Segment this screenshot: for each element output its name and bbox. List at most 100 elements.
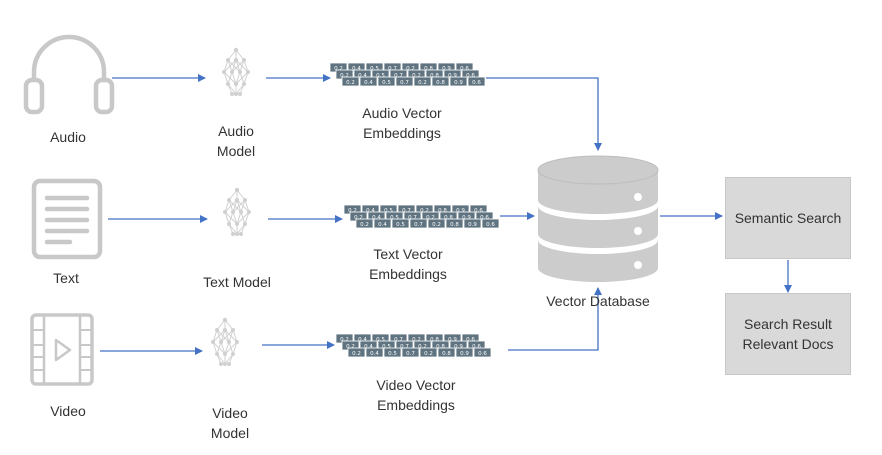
embedding-value: 0.7 xyxy=(388,66,397,72)
audio-label: Audio xyxy=(50,129,86,145)
embedding-cell xyxy=(431,76,450,87)
embedding-value: 0.6 xyxy=(466,337,475,343)
embedding-cell xyxy=(481,218,500,229)
audio-model-label: Audio Model xyxy=(216,123,256,159)
embedding-value: 0.8 xyxy=(436,80,445,86)
embedding-cell xyxy=(419,347,438,358)
embedding-value: 0.2 xyxy=(418,80,427,86)
embedding-value: 0.7 xyxy=(394,73,403,79)
database-icon xyxy=(537,155,659,282)
embedding-value: 0.5 xyxy=(382,344,391,350)
text-embeddings-label: Text Vector Embeddings xyxy=(369,246,447,282)
headphones-icon xyxy=(23,34,115,115)
embedding-value: 0.8 xyxy=(436,344,445,350)
embedding-value: 0.2 xyxy=(418,344,427,350)
embedding-value: 0.2 xyxy=(424,351,433,357)
embedding-value: 0.6 xyxy=(486,222,495,228)
video-icon xyxy=(30,313,94,386)
embedding-cell xyxy=(355,218,374,229)
embedding-value: 0.2 xyxy=(352,351,361,357)
embedding-value: 0.4 xyxy=(352,66,361,72)
text-label: Text xyxy=(53,270,79,286)
embedding-value: 0.4 xyxy=(372,215,381,221)
embedding-value: 0.9 xyxy=(448,337,457,343)
text-model-label: Text Model xyxy=(203,274,271,290)
embedding-cell xyxy=(401,347,420,358)
embedding-value: 0.9 xyxy=(454,80,463,86)
embedding-value: 0.8 xyxy=(438,208,447,214)
embedding-value: 0.6 xyxy=(474,208,483,214)
embedding-cell xyxy=(473,347,492,358)
embedding-cell xyxy=(445,218,464,229)
embedding-value: 0.7 xyxy=(406,351,415,357)
embedding-value: 0.7 xyxy=(408,215,417,221)
embedding-cell xyxy=(409,218,428,229)
embedding-value: 0.2 xyxy=(412,337,421,343)
embedding-cell xyxy=(341,76,360,87)
audio-embeddings-label: Audio Vector Embeddings xyxy=(362,105,442,141)
embedding-cell xyxy=(365,347,384,358)
embedding-value: 0.4 xyxy=(378,222,387,228)
embedding-value: 0.5 xyxy=(390,215,399,221)
embedding-cell xyxy=(427,218,446,229)
embedding-value: 0.4 xyxy=(364,344,373,350)
embedding-value: 0.9 xyxy=(442,66,451,72)
embedding-value: 0.4 xyxy=(364,80,373,86)
embedding-cell xyxy=(455,347,474,358)
embedding-cell xyxy=(463,218,482,229)
video-embeddings-label: Video Vector Embeddings xyxy=(376,377,456,413)
embedding-value: 0.7 xyxy=(400,344,409,350)
embedding-cell xyxy=(395,76,414,87)
embedding-cell xyxy=(359,76,378,87)
embedding-value: 0.8 xyxy=(444,215,453,221)
embedding-value: 0.6 xyxy=(472,80,481,86)
embedding-value: 0.2 xyxy=(340,73,349,79)
embedding-value: 0.6 xyxy=(478,351,487,357)
embedding-value: 0.2 xyxy=(432,222,441,228)
arrow xyxy=(508,287,602,351)
embedding-value: 0.6 xyxy=(466,73,475,79)
embedding-value: 0.2 xyxy=(346,344,355,350)
embedding-value: 0.5 xyxy=(376,73,385,79)
embedding-value: 0.9 xyxy=(448,73,457,79)
neural-network-icon xyxy=(210,317,240,367)
embedding-value: 0.2 xyxy=(412,73,421,79)
neural-network-icon xyxy=(221,47,251,97)
embedding-value: 0.7 xyxy=(394,337,403,343)
embedding-cell xyxy=(449,76,468,87)
embedding-value: 0.8 xyxy=(450,222,459,228)
embedding-value: 0.5 xyxy=(370,66,379,72)
embedding-value: 0.6 xyxy=(480,215,489,221)
embedding-cell xyxy=(413,76,432,87)
embedding-value: 0.4 xyxy=(358,337,367,343)
neural-network-icon xyxy=(222,187,252,237)
embedding-cell xyxy=(467,76,486,87)
embedding-value: 0.2 xyxy=(348,208,357,214)
embedding-value: 0.2 xyxy=(426,215,435,221)
embedding-value: 0.9 xyxy=(468,222,477,228)
embedding-value: 0.2 xyxy=(346,80,355,86)
embedding-value: 0.8 xyxy=(430,73,439,79)
embedding-value: 0.9 xyxy=(456,208,465,214)
embedding-value: 0.2 xyxy=(360,222,369,228)
semantic-search-box: Semantic Search xyxy=(725,177,851,259)
embedding-value: 0.5 xyxy=(388,351,397,357)
vector-database-label: Vector Database xyxy=(546,293,650,309)
embedding-cell xyxy=(377,76,396,87)
video-label: Video xyxy=(50,403,86,419)
embedding-value: 0.8 xyxy=(424,66,433,72)
embedding-value: 0.2 xyxy=(406,66,415,72)
embedding-cell xyxy=(347,347,366,358)
embedding-value: 0.2 xyxy=(334,66,343,72)
embedding-value: 0.9 xyxy=(454,344,463,350)
embedding-value: 0.2 xyxy=(420,208,429,214)
embedding-value: 0.6 xyxy=(472,344,481,350)
embedding-value: 0.6 xyxy=(460,66,469,72)
embedding-value: 0.4 xyxy=(370,351,379,357)
embedding-value: 0.5 xyxy=(384,208,393,214)
embedding-value: 0.5 xyxy=(376,337,385,343)
